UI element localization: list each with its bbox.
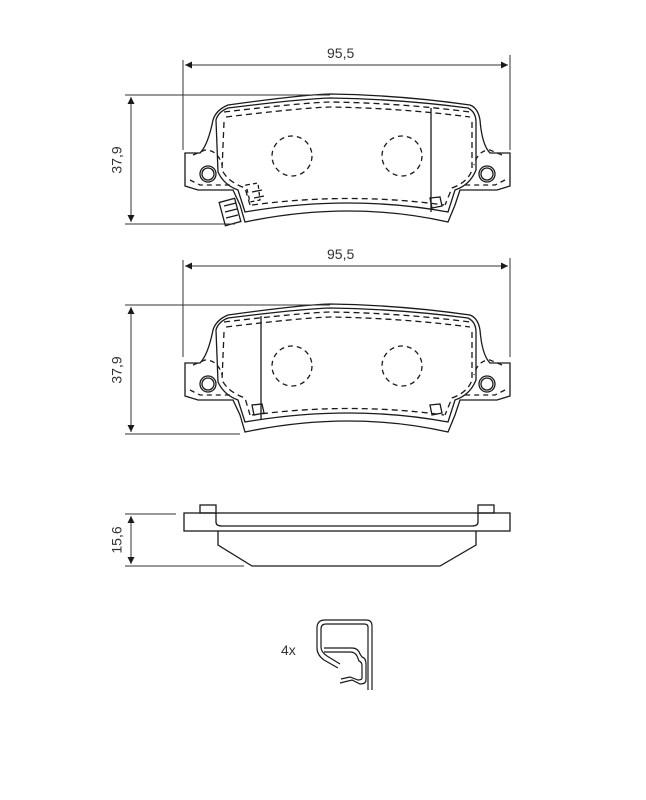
retaining-clip-icon [316,619,373,690]
dimensions-view-2 [125,258,511,435]
width-dimension-label-2: 95,5 [327,246,355,262]
height-dimension-label-2: 37,9 [108,356,125,384]
brake-pad-front-view-1 [125,55,511,227]
width-dimension-label-1: 95,5 [327,45,355,61]
clip-quantity-label: 4x [281,642,296,658]
brake-pad-front-view-2 [184,303,511,433]
brake-pad-side-view [125,504,511,567]
thickness-dimension-label: 15,6 [108,526,125,554]
height-dimension-label-1: 37,9 [108,146,125,174]
